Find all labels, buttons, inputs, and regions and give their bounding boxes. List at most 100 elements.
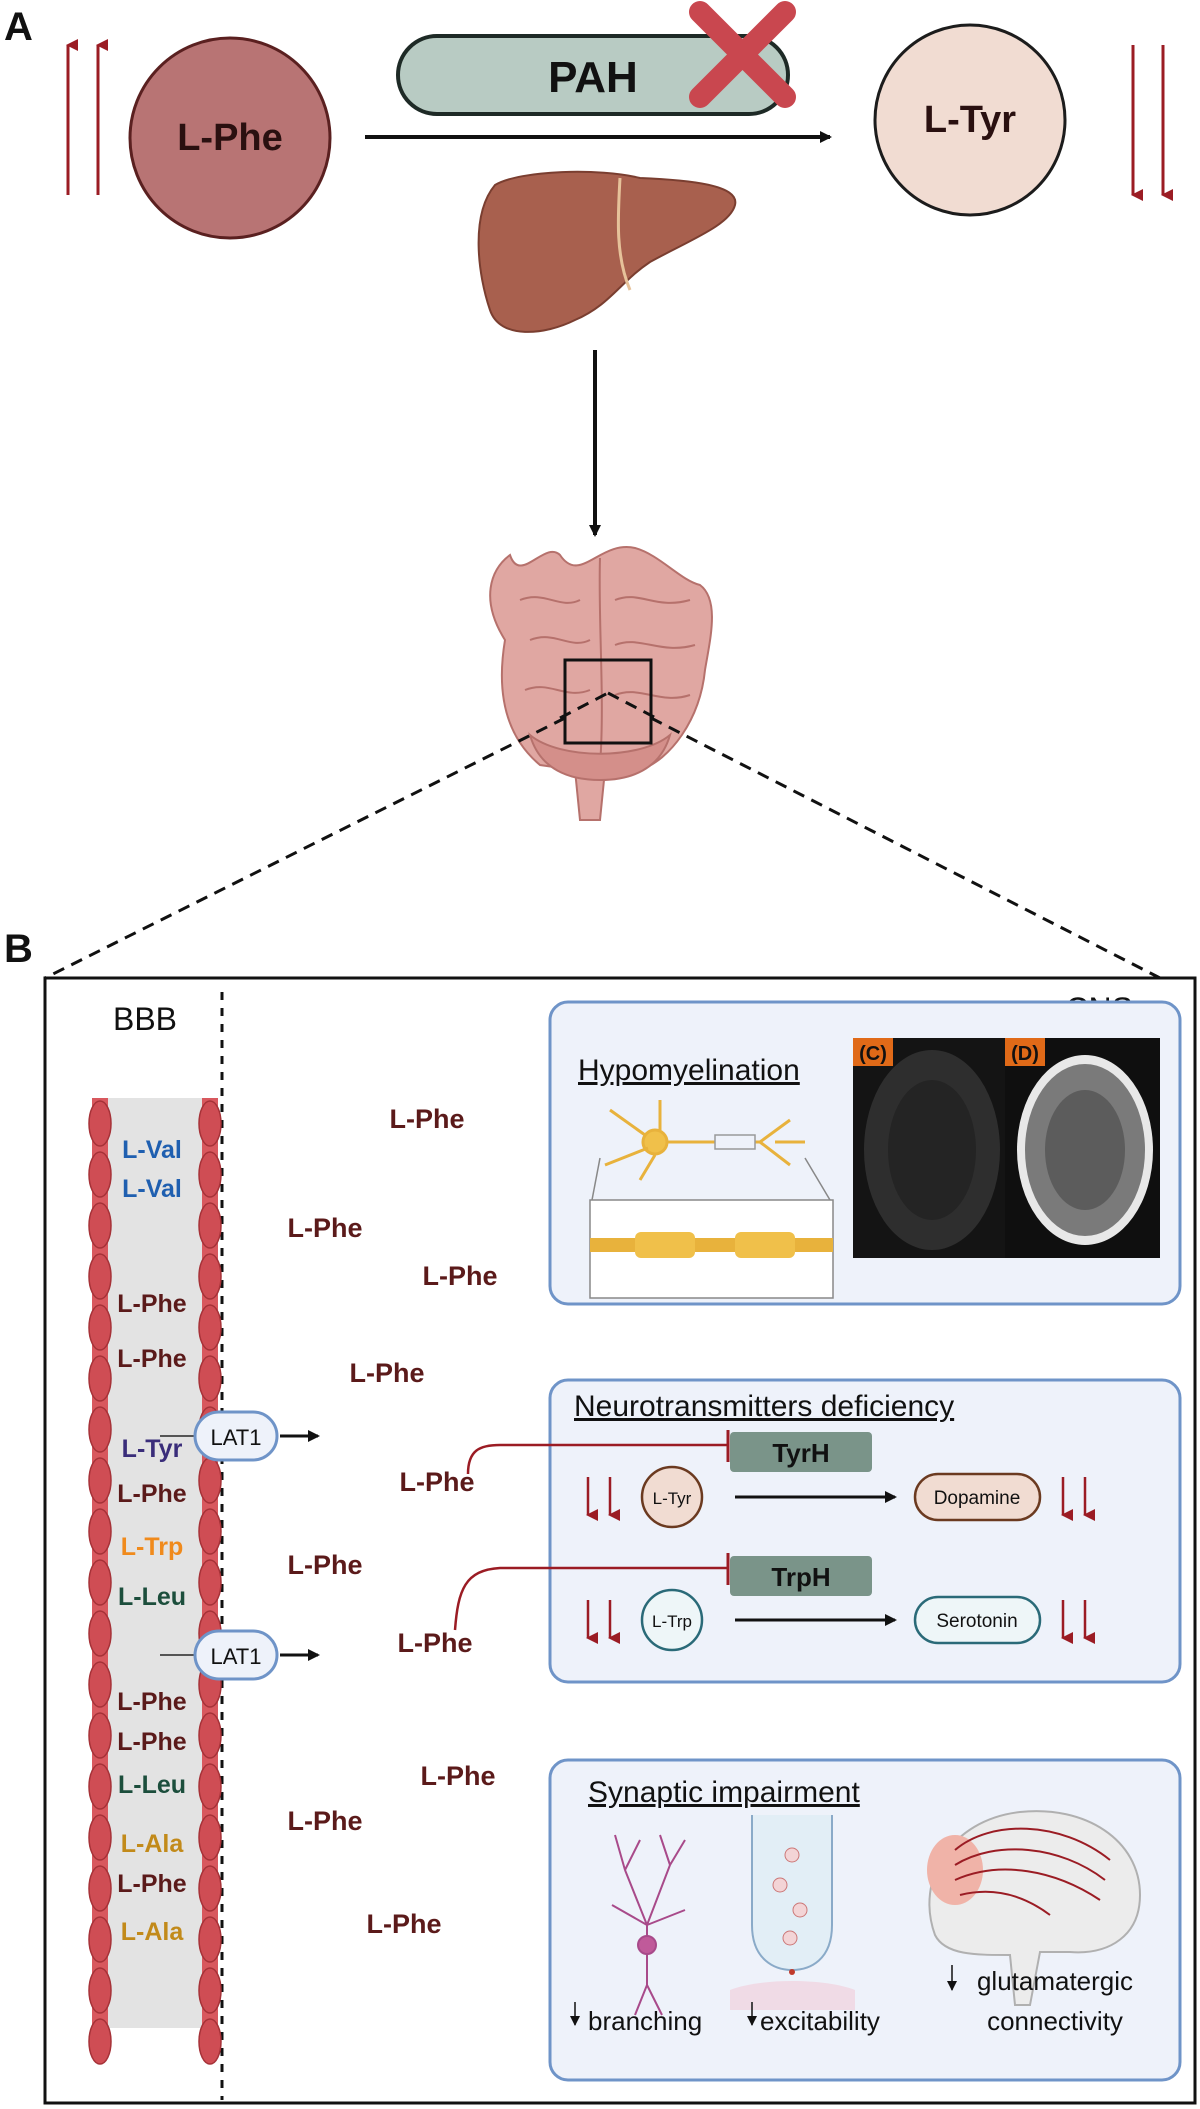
brain-icon [489, 546, 713, 821]
endothelial-cell [198, 1151, 222, 1198]
endothelial-cell [88, 1253, 112, 1300]
amino-acid-label: L-Phe [117, 1290, 187, 1318]
lat1-transporter-top: LAT1 [160, 1410, 320, 1462]
scan-d-label: (D) [1011, 1043, 1039, 1065]
endothelial-cell [88, 1661, 112, 1708]
zoom-lines [44, 691, 1161, 980]
endothelial-cell [88, 1559, 112, 1606]
amino-acid-label: L-Ala [121, 1918, 185, 1946]
endothelial-cell [198, 1508, 222, 1555]
blood-vessel [88, 1098, 222, 2065]
amino-acid-label: L-Val [122, 1175, 182, 1203]
endothelial-cell [88, 1967, 112, 2014]
neurotransmitters-panel: Neurotransmitters deficiency TyrH TrpH L… [453, 1378, 1182, 1684]
endothelial-cell [198, 1763, 222, 1810]
amino-acid-label: L-Trp [121, 1533, 184, 1561]
endothelial-cell [88, 1457, 112, 1504]
endothelial-cell [88, 2018, 112, 2065]
lat1-transporter-bottom: LAT1 [160, 1629, 320, 1681]
phe-molecule-label: L-Phe [349, 1358, 424, 1388]
endothelial-cell [88, 1763, 112, 1810]
endothelial-cell [88, 1712, 112, 1759]
endothelial-cell [88, 1100, 112, 1147]
scan-c: (C) [853, 1038, 1011, 1258]
amino-acid-list: L-ValL-ValL-PheL-PheL-TyrL-PheL-TrpL-Leu… [117, 1136, 187, 1946]
hypomyelination-panel: Hypomyelination (C) [548, 1000, 1182, 1306]
nt-tyr-label: L-Tyr [653, 1489, 692, 1508]
phe-label: L-Phe [177, 117, 283, 159]
brain-connectivity-icon [927, 1810, 1142, 2006]
endothelial-cell [198, 2018, 222, 2065]
pah-label: PAH [548, 53, 638, 102]
branching-label: branching [588, 2006, 702, 2036]
endothelial-cell [198, 1304, 222, 1351]
phe-molecule-label: L-Phe [287, 1806, 362, 1836]
lat1-label: LAT1 [211, 1644, 262, 1669]
myelin-sheath-icon [589, 1199, 834, 1299]
phe-molecule-label: L-Phe [422, 1261, 497, 1291]
endothelial-cell [88, 1610, 112, 1657]
glutamatergic-label: glutamatergic [977, 1966, 1133, 1996]
phe-molecule-label: L-Phe [366, 1909, 441, 1939]
endothelial-cell [198, 1814, 222, 1861]
endothelial-cell [198, 1712, 222, 1759]
endothelial-cell [198, 1355, 222, 1402]
scan-d: (D) [1005, 1038, 1160, 1258]
neurotransmitters-title: Neurotransmitters deficiency [574, 1390, 954, 1423]
zoom-box [563, 658, 653, 745]
endothelial-cell [198, 1253, 222, 1300]
neuron-icon [591, 1100, 831, 1201]
connectivity-label: connectivity [987, 2006, 1123, 2036]
trph-label: TrpH [771, 1562, 830, 1592]
endothelial-cell [88, 1916, 112, 1963]
tyr-label: L-Tyr [924, 99, 1016, 141]
endothelial-cell [198, 1559, 222, 1606]
amino-acid-label: L-Phe [117, 1728, 187, 1756]
endothelial-cell [198, 1967, 222, 2014]
phe-molecule-label: L-Phe [397, 1628, 472, 1658]
hypomyelination-title: Hypomyelination [578, 1054, 800, 1087]
endothelial-cell [88, 1406, 112, 1453]
serotonin-label: Serotonin [936, 1611, 1017, 1632]
phe-molecule-label: L-Phe [287, 1213, 362, 1243]
phe-molecule-label: L-Phe [389, 1104, 464, 1134]
dendrite-neuron-icon [611, 1834, 686, 2016]
amino-acid-label: L-Val [122, 1136, 182, 1164]
phe-molecule-label: L-Phe [420, 1761, 495, 1791]
blocked-x-icon [689, 1, 796, 108]
amino-acid-label: L-Phe [117, 1345, 187, 1373]
amino-acid-label: L-Phe [117, 1870, 187, 1898]
bbb-title: BBB [113, 1001, 177, 1037]
decrease-arrows-icon [1131, 45, 1173, 201]
dopamine-label: Dopamine [934, 1488, 1021, 1509]
tyrh-label: TyrH [772, 1438, 829, 1468]
lat1-label: LAT1 [211, 1425, 262, 1450]
phe-node: L-Phe [128, 36, 332, 240]
synapse-icon [730, 1815, 855, 2010]
endothelial-cell [198, 1865, 222, 1912]
phe-scatter: L-PheL-PheL-PheL-PheL-PheL-PheL-PheL-Phe… [287, 1104, 497, 1939]
amino-acid-label: L-Phe [117, 1480, 187, 1508]
liver-icon [477, 170, 737, 333]
scan-c-label: (C) [859, 1043, 887, 1065]
endothelial-cell [198, 1457, 222, 1504]
endothelial-cell [198, 1202, 222, 1249]
synaptic-panel: Synaptic impairment branching [548, 1758, 1182, 2082]
amino-acid-label: L-Ala [121, 1830, 185, 1858]
endothelial-cell [198, 1100, 222, 1147]
panel-a-label: A [4, 5, 33, 49]
endothelial-cell [88, 1304, 112, 1351]
endothelial-cell [88, 1151, 112, 1198]
phe-molecule-label: L-Phe [287, 1550, 362, 1580]
amino-acid-label: L-Tyr [122, 1435, 183, 1463]
endothelial-cell [88, 1508, 112, 1555]
phe-molecule-label: L-Phe [399, 1467, 474, 1497]
endothelial-cell [88, 1814, 112, 1861]
excitability-label: excitability [760, 2006, 880, 2036]
nt-trp-label: L-Trp [652, 1612, 692, 1631]
tyr-node: L-Tyr [873, 23, 1067, 217]
synaptic-title: Synaptic impairment [588, 1776, 860, 1809]
endothelial-cell [88, 1865, 112, 1912]
amino-acid-label: L-Phe [117, 1688, 187, 1716]
